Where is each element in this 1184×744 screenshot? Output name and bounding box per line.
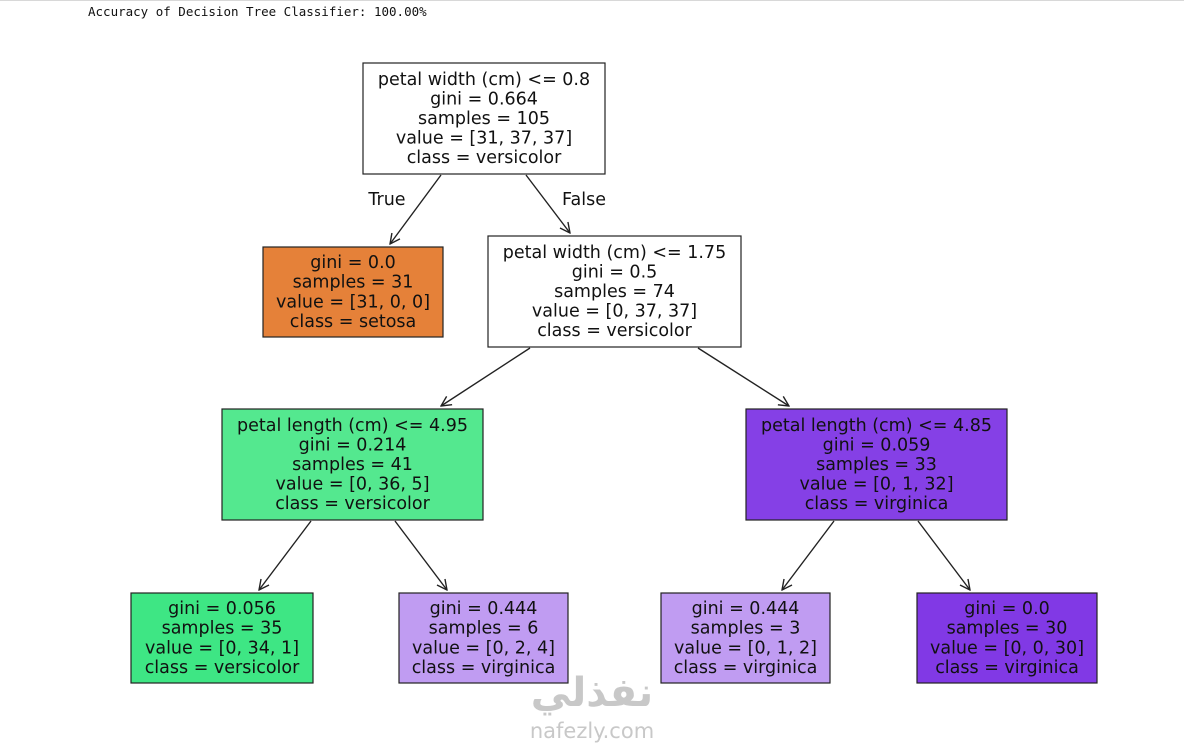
node-line: samples = 33 [816, 455, 937, 475]
node-line: petal width (cm) <= 0.8 [378, 70, 590, 90]
node-line: petal length (cm) <= 4.85 [761, 416, 992, 436]
node-line: gini = 0.444 [692, 599, 800, 619]
node-line: class = virginica [412, 658, 556, 678]
node-line: value = [0, 37, 37] [532, 302, 697, 322]
node-line: gini = 0.5 [572, 262, 658, 282]
edge-length485-to-leaf3 [782, 520, 835, 590]
node-line: class = virginica [805, 494, 949, 514]
node-line: value = [0, 36, 5] [275, 475, 429, 495]
node-line: samples = 74 [554, 282, 675, 302]
node-line: gini = 0.059 [823, 435, 931, 455]
node-line: samples = 30 [947, 619, 1068, 639]
node-line: samples = 3 [691, 619, 801, 639]
node-line: samples = 41 [292, 455, 413, 475]
edge-labels: True False [367, 190, 606, 210]
watermark-arabic: نفذلي [531, 670, 653, 716]
edge-label-false: False [562, 190, 606, 210]
node-line: class = versicolor [407, 148, 562, 168]
node-box [745, 408, 1008, 521]
watermark-latin: nafezly.com [530, 719, 654, 743]
top-divider [0, 0, 1184, 1]
node-line: samples = 31 [293, 273, 414, 293]
node-line: class = virginica [935, 658, 1079, 678]
edge-split175-to-length495 [441, 347, 531, 406]
edge-length495-to-leaf35 [259, 520, 312, 590]
node-line: value = [0, 34, 1] [145, 638, 299, 658]
edge-root-to-setosa [390, 174, 442, 244]
node-box [130, 592, 314, 684]
node-line: gini = 0.056 [168, 599, 276, 619]
watermark: نفذلي nafezly.com [530, 670, 654, 743]
node-line: petal length (cm) <= 4.95 [237, 416, 468, 436]
node-box [660, 592, 831, 684]
node-line: gini = 0.444 [430, 599, 538, 619]
node-line: value = [0, 1, 32] [799, 475, 953, 495]
node-line: value = [31, 37, 37] [396, 129, 572, 149]
node-line: value = [0, 1, 2] [674, 638, 817, 658]
node-line: class = versicolor [275, 494, 430, 514]
node-line: samples = 105 [418, 109, 550, 129]
node-box [487, 235, 742, 348]
edge-label-true: True [367, 190, 405, 210]
edges [259, 174, 970, 590]
node-line: class = setosa [290, 312, 417, 332]
node-line: class = virginica [674, 658, 818, 678]
node-line: gini = 0.664 [430, 89, 538, 109]
node-box [362, 62, 606, 175]
node-line: gini = 0.0 [310, 253, 396, 273]
node-line: value = [0, 0, 30] [930, 638, 1084, 658]
edge-split175-to-length485 [697, 347, 789, 406]
accuracy-output: Accuracy of Decision Tree Classifier: 10… [88, 4, 427, 19]
node-line: gini = 0.0 [964, 599, 1050, 619]
node-line: value = [31, 0, 0] [276, 292, 430, 312]
edge-length495-to-leaf6 [394, 520, 447, 590]
node-box [221, 408, 484, 521]
node-line: gini = 0.214 [299, 435, 407, 455]
node-box [262, 246, 444, 338]
node-line: samples = 35 [162, 619, 283, 639]
node-line: class = versicolor [537, 321, 692, 341]
node-box [398, 592, 569, 684]
node-line: samples = 6 [429, 619, 539, 639]
node-line: petal width (cm) <= 1.75 [503, 243, 726, 263]
node-line: class = versicolor [145, 658, 300, 678]
node-box [916, 592, 1098, 684]
node-line: value = [0, 2, 4] [412, 638, 555, 658]
edge-length485-to-leaf30 [917, 520, 970, 590]
edge-root-to-split175 [525, 174, 570, 233]
